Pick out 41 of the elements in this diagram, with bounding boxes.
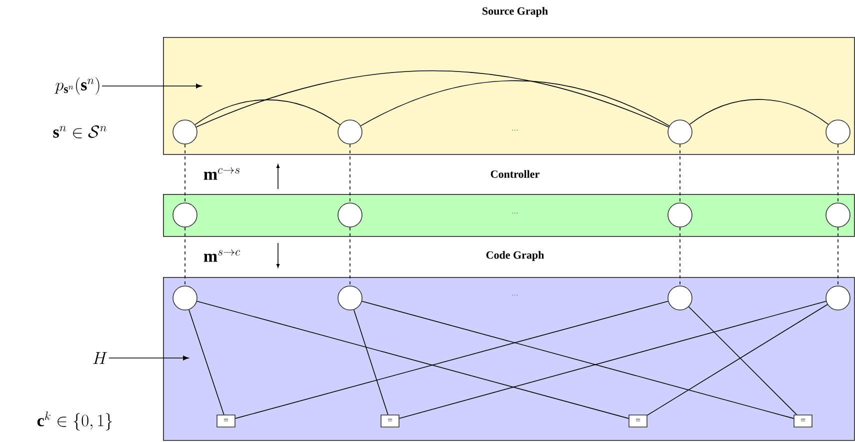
math-label: $\mathbf{s}^n \in \mathcal{S}^n$ xyxy=(53,125,106,138)
variable-circle xyxy=(826,120,850,144)
variable-circle xyxy=(668,286,692,310)
factor-square: = xyxy=(216,414,236,428)
math-label: $\mathbf{c}^k \in \{0,1\}$ xyxy=(37,412,112,430)
math-label: $\mathbf{m}^{c\to s}$ xyxy=(204,167,240,180)
graph-edge xyxy=(399,300,826,419)
graph-edge xyxy=(353,309,388,415)
node-label: Code Graph xyxy=(486,251,544,261)
graph-edge xyxy=(360,80,670,126)
math-label: $H$ xyxy=(93,352,108,364)
factor-square: = xyxy=(794,414,812,428)
graph-edge xyxy=(362,300,794,419)
variable-circle xyxy=(338,286,362,310)
graph-edge xyxy=(689,99,829,125)
variable-circle xyxy=(668,202,692,228)
variable-circle xyxy=(338,120,362,144)
variable-circle xyxy=(172,286,198,310)
variable-circle xyxy=(172,202,198,228)
graph-edge xyxy=(184,144,186,203)
variable-circle xyxy=(172,120,198,144)
arrow xyxy=(108,356,189,360)
node-label: Controller xyxy=(490,170,540,178)
node-label: Source Graph xyxy=(482,7,548,17)
graph-edge xyxy=(688,306,797,415)
variable-circle xyxy=(338,202,362,228)
graph-edge xyxy=(184,226,186,286)
graph-edge xyxy=(647,304,828,416)
graph-edge xyxy=(235,300,668,419)
variable-circle xyxy=(668,120,692,144)
variable-circle xyxy=(826,202,850,228)
math-label: $\mathbf{m}^{s\to c}$ xyxy=(204,249,240,262)
arrow xyxy=(102,84,202,88)
factor-square: = xyxy=(628,414,648,428)
graph-edge xyxy=(196,300,629,419)
graph-edge xyxy=(196,70,670,128)
math-label: $p_{\mathbf{s}^n}(\mathbf{s}^n)$ xyxy=(54,77,100,95)
variable-circle xyxy=(826,286,850,310)
graph-edge xyxy=(194,99,340,126)
factor-square: = xyxy=(380,414,400,428)
graph-edge xyxy=(188,309,224,415)
